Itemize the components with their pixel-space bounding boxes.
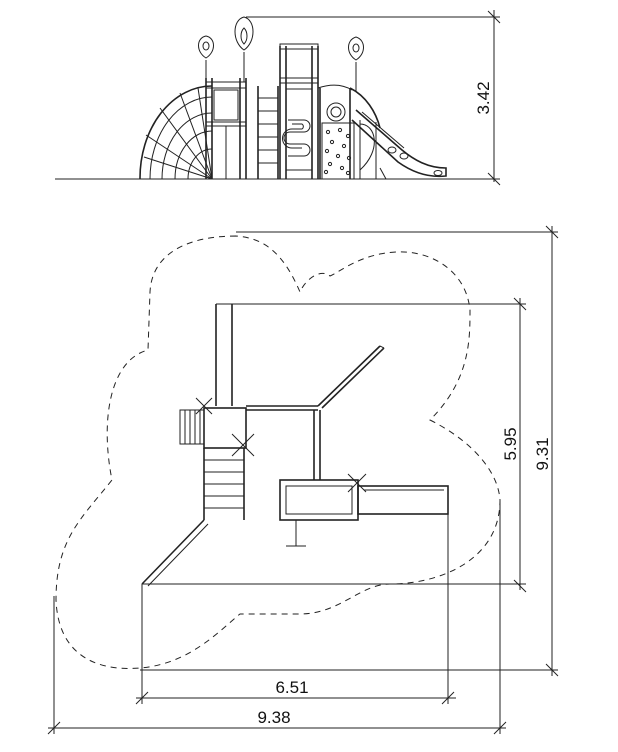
plan-right-deck — [279, 473, 449, 547]
plan-outer-width-dimension: 9.38 — [47, 500, 507, 735]
plan-post-marker-3 — [347, 473, 367, 493]
slide — [349, 87, 447, 180]
plan-outer-depth-dimension: 9.31 — [236, 225, 559, 677]
elevation-ladder — [257, 86, 279, 179]
plan-slide — [357, 485, 449, 515]
roof-finials — [198, 16, 364, 92]
plan-post-marker-2 — [231, 433, 255, 457]
climbing-holds — [323, 127, 352, 176]
plan-outer-depth-label: 9.31 — [533, 437, 552, 470]
elevation-height-label: 3.42 — [474, 81, 493, 114]
plan-walkway — [246, 345, 385, 480]
plan-outer-width-label: 9.38 — [257, 708, 290, 727]
plan-left-deck — [179, 397, 255, 457]
plan-net-edge — [141, 519, 209, 587]
plan-ladder — [203, 448, 245, 520]
plan-view: 5.95 9.31 6.51 9.38 — [47, 225, 559, 735]
plan-inner-depth-dimension: 5.95 — [232, 297, 527, 593]
safety-zone-outline — [55, 235, 501, 669]
plan-top-rails — [215, 303, 233, 406]
plan-inner-width-label: 6.51 — [275, 678, 308, 697]
net-climber — [139, 85, 213, 180]
plan-inner-width-dimension: 6.51 — [135, 514, 456, 705]
climbing-wall — [317, 84, 355, 180]
plan-post-marker-1 — [195, 397, 213, 415]
plan-inner-depth-label: 5.95 — [501, 427, 520, 460]
elevation-height-dimension: 3.42 — [246, 10, 501, 186]
left-tower — [205, 78, 247, 179]
center-tower — [279, 43, 319, 179]
elevation-view: 3.42 — [55, 10, 501, 186]
